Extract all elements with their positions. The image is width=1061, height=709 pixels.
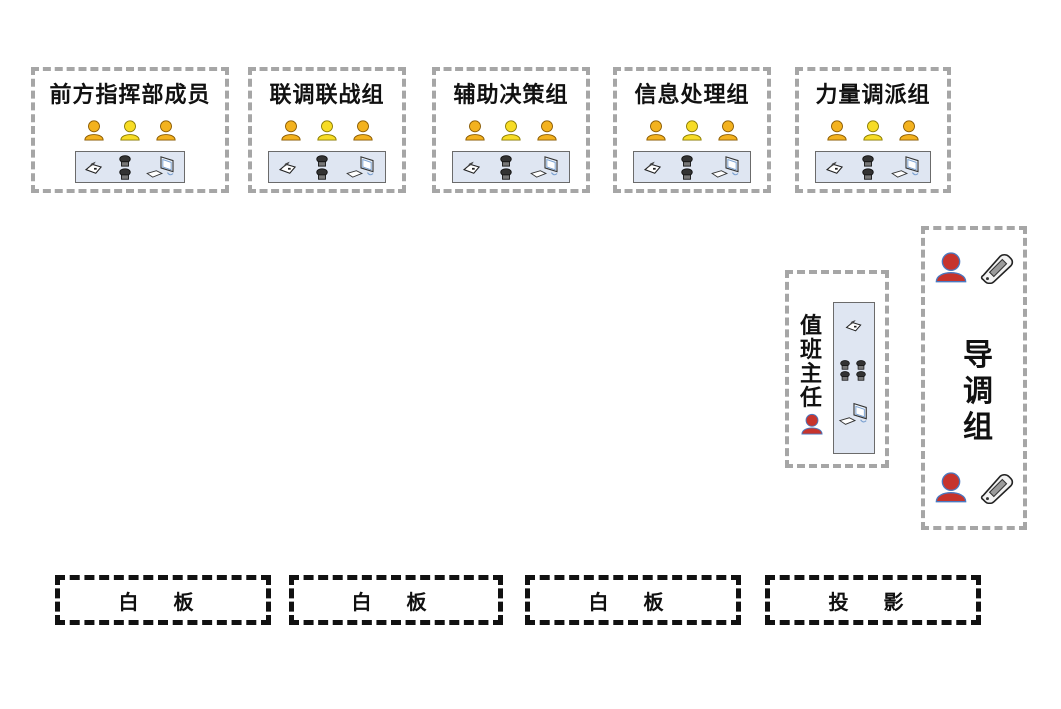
- computer-icon: [838, 401, 870, 427]
- desk-phone-icon: [854, 359, 868, 381]
- person-icon: [862, 119, 884, 141]
- person-icon: [83, 119, 105, 141]
- guide-group-box: 导调组: [921, 226, 1027, 530]
- computer-icon: [710, 155, 742, 179]
- people-row: [252, 119, 402, 141]
- whiteboard-3: 白 板: [525, 575, 741, 625]
- fax-icon: [824, 159, 846, 175]
- equipment-panel: [633, 151, 751, 183]
- duty-director-box: 值班主任: [785, 270, 889, 468]
- person-icon: [500, 119, 522, 141]
- desk-phone-icon: [499, 153, 513, 181]
- desk-phone-icon: [118, 153, 132, 181]
- guide-group-title: 导调组: [963, 338, 993, 445]
- person-icon: [681, 119, 703, 141]
- person-icon: [352, 119, 374, 141]
- fax-icon: [844, 317, 864, 333]
- person-icon: [898, 119, 920, 141]
- person-icon: [801, 412, 823, 436]
- person-icon: [935, 470, 967, 504]
- computer-icon: [890, 155, 922, 179]
- group-box-coordination: 联调联战组: [248, 67, 406, 193]
- group-title: 辅助决策组: [453, 82, 569, 108]
- people-row: [617, 119, 767, 141]
- fax-icon: [642, 159, 664, 175]
- fax-icon: [461, 159, 483, 175]
- duty-director-title: 值班主任: [799, 313, 822, 411]
- equipment-panel: [268, 151, 386, 183]
- mobile-phone-icon: [979, 472, 1015, 504]
- person-icon: [280, 119, 302, 141]
- person-icon: [536, 119, 558, 141]
- equipment-panel: [75, 151, 185, 183]
- person-icon: [155, 119, 177, 141]
- person-icon: [316, 119, 338, 141]
- people-row: [35, 119, 225, 141]
- people-row: [436, 119, 586, 141]
- computer-icon: [345, 155, 377, 179]
- computer-icon: [529, 155, 561, 179]
- people-row: [799, 119, 947, 141]
- projection-screen: 投 影: [765, 575, 981, 625]
- group-box-decision-support: 辅助决策组: [432, 67, 590, 193]
- group-box-information-processing: 信息处理组: [613, 67, 771, 193]
- equipment-panel: [815, 151, 931, 183]
- desk-phone-icon: [315, 153, 329, 181]
- person-icon: [935, 250, 967, 284]
- desk-phone-icon: [861, 153, 875, 181]
- computer-icon: [145, 155, 177, 179]
- equipment-panel: [833, 302, 875, 454]
- person-icon: [464, 119, 486, 141]
- desk-phone-icon: [838, 359, 852, 381]
- group-title: 信息处理组: [634, 82, 750, 108]
- whiteboard-1: 白 板: [55, 575, 271, 625]
- mobile-phone-icon: [979, 252, 1015, 284]
- desk-phone-icon: [680, 153, 694, 181]
- group-box-frontline-command: 前方指挥部成员: [31, 67, 229, 193]
- person-icon: [826, 119, 848, 141]
- person-icon: [645, 119, 667, 141]
- group-title: 力量调派组: [815, 82, 931, 108]
- person-icon: [119, 119, 141, 141]
- group-box-force-dispatch: 力量调派组: [795, 67, 951, 193]
- fax-icon: [83, 159, 105, 175]
- person-icon: [717, 119, 739, 141]
- group-title: 联调联战组: [269, 82, 385, 108]
- whiteboard-2: 白 板: [289, 575, 503, 625]
- fax-icon: [277, 159, 299, 175]
- group-title: 前方指挥部成员: [49, 82, 211, 108]
- equipment-panel: [452, 151, 570, 183]
